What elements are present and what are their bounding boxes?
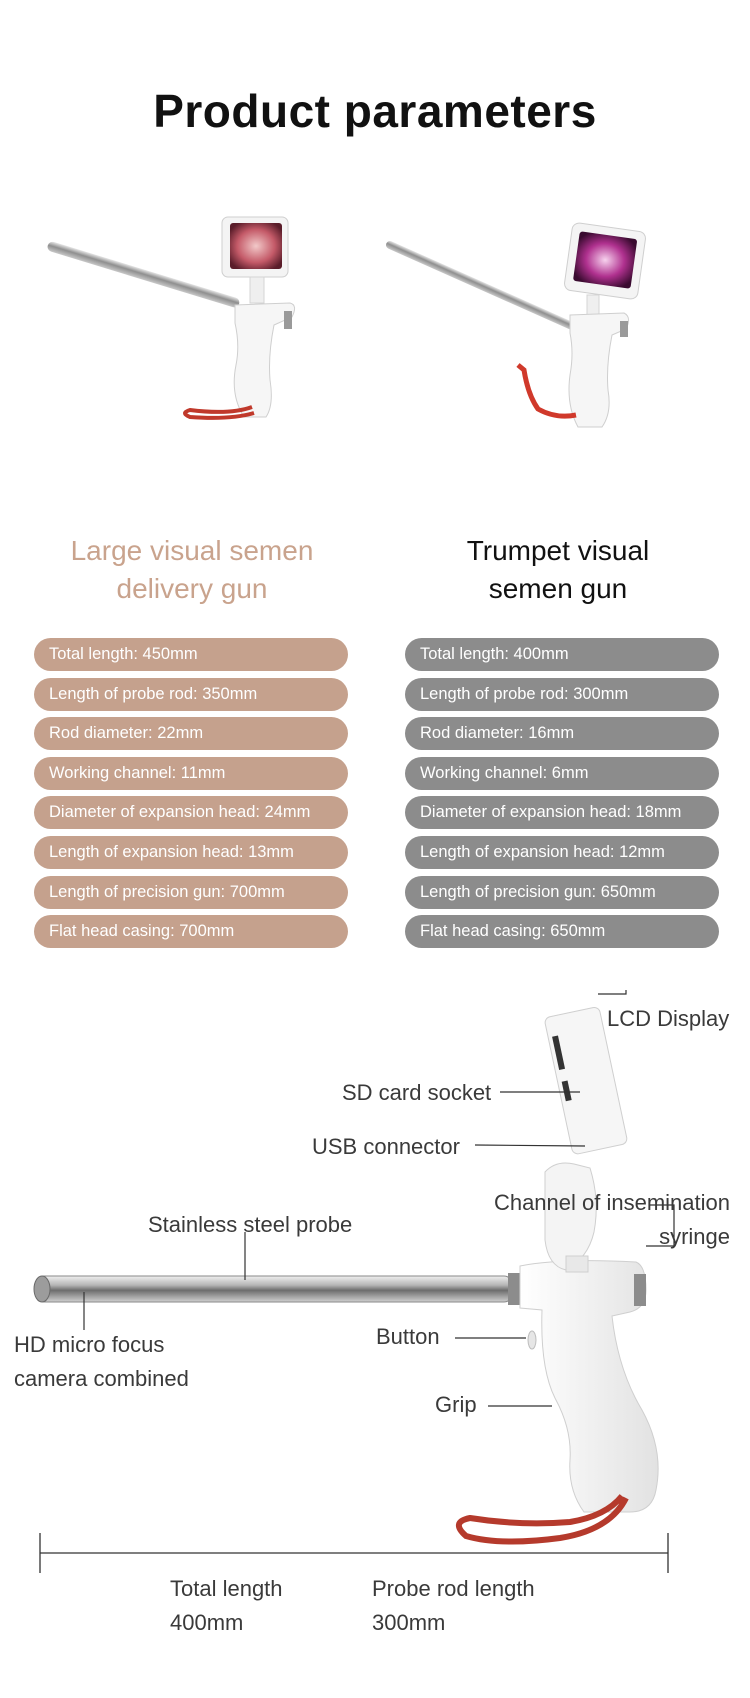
label-sd-card-socket: SD card socket xyxy=(342,1080,492,1105)
spec-list-trumpet-visual: Total length: 400mm Length of probe rod:… xyxy=(405,638,719,955)
spec-item-total-length: Total length: 400mm xyxy=(405,638,719,671)
label-channel-line2: syringe xyxy=(659,1224,730,1249)
spec-item-expansion-head-diameter: Diameter of expansion head: 24mm xyxy=(34,796,348,830)
spec-item-expansion-head-diameter: Diameter of expansion head: 18mm xyxy=(405,796,719,830)
label-total-length: Total length 400mm xyxy=(170,1572,283,1640)
label-grip: Grip xyxy=(435,1392,477,1417)
product-name-large-visual: Large visual semen delivery gun xyxy=(27,532,357,608)
gun-diagram-image xyxy=(33,990,675,1573)
spec-item-expansion-head-length: Length of expansion head: 12mm xyxy=(405,835,719,869)
product-name-line1: Large visual semen xyxy=(70,535,314,566)
label-button: Button xyxy=(376,1324,440,1349)
spec-item-flat-head-casing: Flat head casing: 650mm xyxy=(405,915,719,949)
product-name-line2: semen gun xyxy=(488,573,628,604)
total-length-value: 400mm xyxy=(170,1610,244,1635)
spec-item-rod-diameter: Rod diameter: 16mm xyxy=(405,717,719,751)
total-length-label: Total length xyxy=(170,1576,283,1601)
spec-item-flat-head-casing: Flat head casing: 700mm xyxy=(34,915,348,949)
spec-item-precision-gun-length: Length of precision gun: 700mm xyxy=(34,875,348,909)
spec-item-expansion-head-length: Length of expansion head: 13mm xyxy=(34,835,348,869)
annotated-diagram: LCD Display SD card socket USB connector… xyxy=(0,990,750,1698)
label-camera-line1: HD micro focus xyxy=(14,1332,165,1357)
label-camera-line2: camera combined xyxy=(14,1366,189,1391)
spec-item-precision-gun-length: Length of precision gun: 650mm xyxy=(405,875,719,909)
probe-length-value: 300mm xyxy=(372,1610,446,1635)
spec-list-large-visual: Total length: 450mm Length of probe rod:… xyxy=(34,638,348,955)
label-lcd-display: LCD Display xyxy=(607,1006,730,1031)
label-channel-line1: Channel of insemination xyxy=(493,1190,730,1215)
spec-item-probe-rod-length: Length of probe rod: 350mm xyxy=(34,677,348,711)
spec-item-probe-rod-length: Length of probe rod: 300mm xyxy=(405,677,719,711)
label-probe-rod-length: Probe rod length 300mm xyxy=(372,1572,535,1640)
spec-item-working-channel: Working channel: 6mm xyxy=(405,756,719,790)
label-hd-camera: HD micro focus camera combined xyxy=(14,1328,189,1396)
product-name-line1: Trumpet visual xyxy=(466,535,650,566)
page-title: Product parameters xyxy=(153,85,597,137)
product-name-line2: delivery gun xyxy=(116,573,268,604)
spec-item-working-channel: Working channel: 11mm xyxy=(34,756,348,790)
spec-item-total-length: Total length: 450mm xyxy=(34,638,348,671)
product-name-trumpet-visual: Trumpet visual semen gun xyxy=(393,532,723,608)
label-stainless-probe: Stainless steel probe xyxy=(148,1212,353,1237)
large-visual-gun-image xyxy=(47,216,296,420)
spec-item-rod-diameter: Rod diameter: 22mm xyxy=(34,717,348,751)
label-channel-insemination: Channel of insemination syringe xyxy=(468,1186,730,1254)
probe-length-label: Probe rod length xyxy=(372,1576,535,1601)
trumpet-visual-gun-image xyxy=(386,222,646,428)
label-usb-connector: USB connector xyxy=(312,1134,460,1159)
